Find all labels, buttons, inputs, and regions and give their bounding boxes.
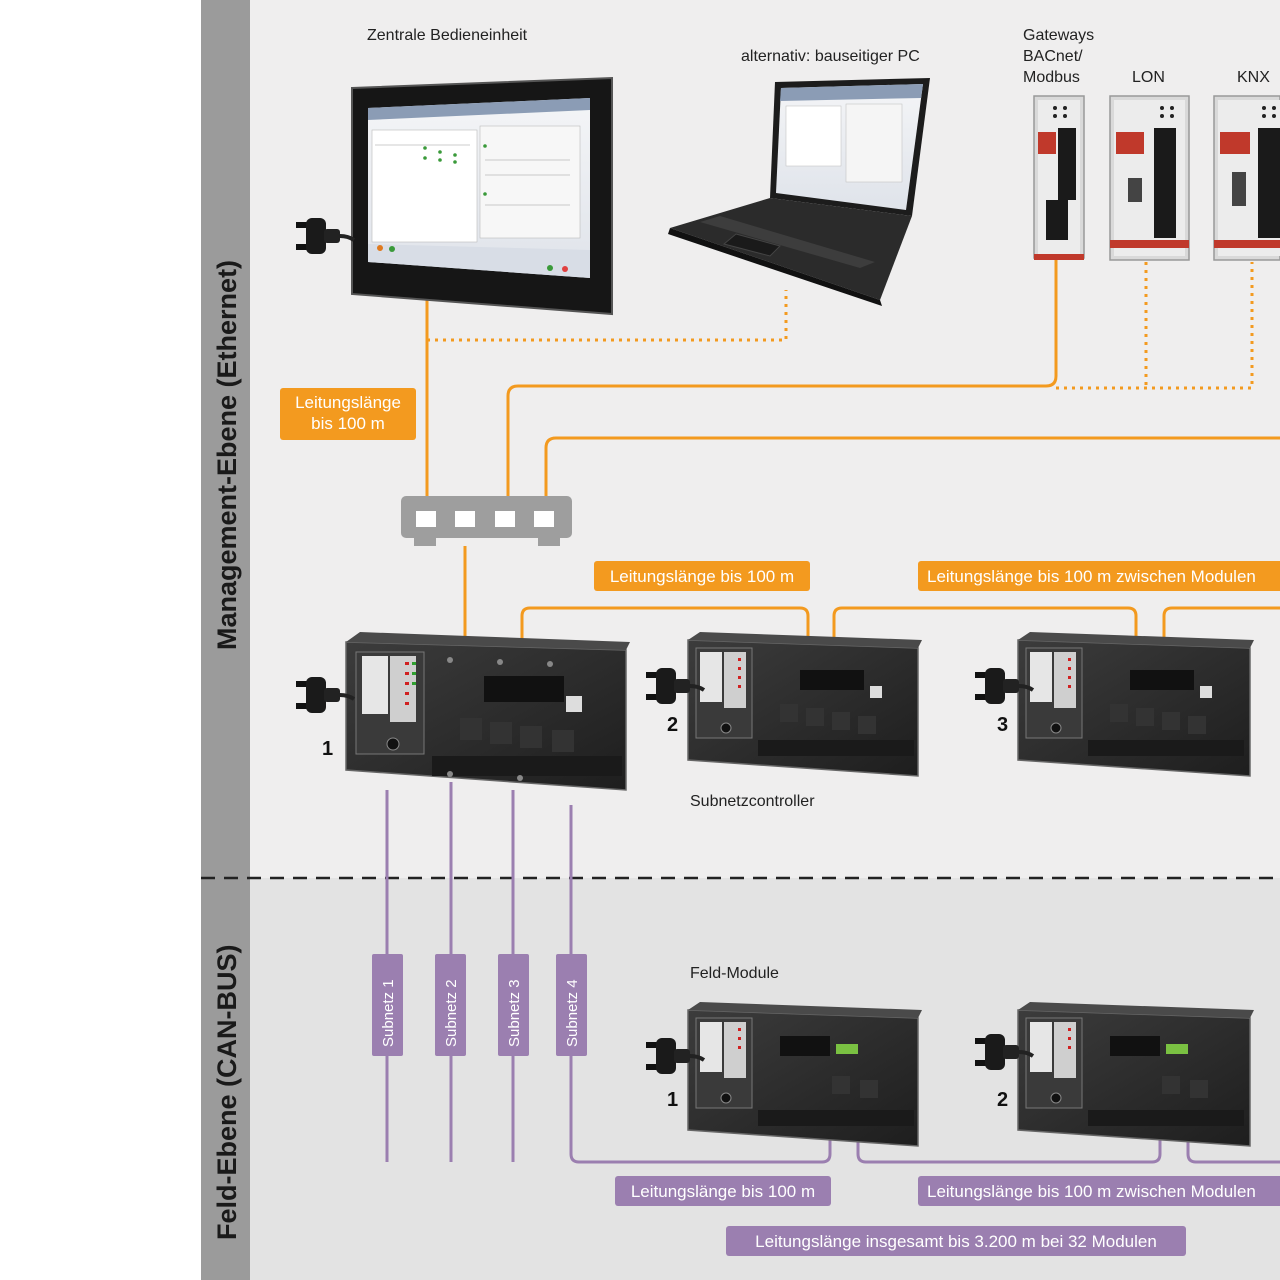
switch-port-icon: [534, 511, 554, 527]
switch-port-icon: [495, 511, 515, 527]
gateways-protocol-label-2: Modbus: [1023, 69, 1080, 86]
badge-eth-length: Leitungslänge bis 100 m: [280, 388, 416, 440]
badge-eth-controller: Leitungslänge bis 100 m: [594, 561, 810, 591]
subnet-badge-4-text: Subnetz 4: [564, 979, 581, 1047]
ethernet-switch: [401, 496, 572, 546]
eth-line-c1-c2: [520, 606, 810, 640]
central-unit-label: Zentrale Bedieneinheit: [367, 27, 528, 44]
subnet-badge-2: Subnetz 2: [435, 954, 466, 1056]
eth-line-c3-next: [1162, 606, 1280, 640]
management-level-title: Management-Ebene (Ethernet): [212, 260, 242, 650]
subnet-controller-label: Subnetzcontroller: [690, 793, 815, 810]
subnet-badge-1-text: Subnetz 1: [380, 979, 397, 1047]
field-module-2: [1017, 1002, 1254, 1147]
badge-eth-controller-text: Leitungslänge bis 100 m: [610, 567, 794, 586]
field-modules-label: Feld-Module: [690, 965, 779, 982]
laptop-pc: [668, 78, 930, 306]
ethernet-dotted-lines: [427, 262, 1254, 390]
badge-eth-length-line1: Leitungslänge: [295, 393, 401, 412]
module-number-2: 2: [997, 1089, 1008, 1111]
gateway-bacnet-modbus: [1033, 95, 1085, 260]
level-sidebar: [201, 0, 250, 1280]
subnet-badge-4: Subnetz 4: [556, 954, 587, 1056]
gateway-lon: [1109, 95, 1190, 261]
controller-number-3: 3: [997, 714, 1008, 736]
can-line-m2-next: [1186, 1135, 1280, 1164]
controller-number-1: 1: [322, 738, 333, 760]
switch-port-icon: [416, 511, 436, 527]
module-number-1: 1: [667, 1089, 678, 1111]
gateways-label: Gateways: [1023, 27, 1094, 44]
subnet-controller-2: [687, 632, 922, 777]
badge-can-total: Leitungslänge insgesamt bis 3.200 m bei …: [726, 1226, 1186, 1256]
subnet-controller-3: [1017, 632, 1254, 777]
can-line-subnet-4: [569, 805, 832, 1164]
eth-line-c2-c3: [832, 606, 1138, 640]
badge-eth-length-line2: bis 100 m: [311, 414, 385, 433]
field-level-title: Feld-Ebene (CAN-BUS): [212, 945, 242, 1241]
badge-can-length: Leitungslänge bis 100 m: [615, 1176, 831, 1206]
eth-dotted-pc: [427, 290, 788, 342]
badge-can-between: Leitungslänge bis 100 m zwischen Modulen: [918, 1176, 1280, 1206]
ethernet-lines: [425, 258, 1280, 640]
knx-label: KNX: [1237, 69, 1270, 86]
badge-eth-between-text: Leitungslänge bis 100 m zwischen Modulen: [927, 567, 1256, 586]
touch-terminal: [351, 76, 613, 316]
gateways-protocol-label: BACnet/: [1023, 48, 1083, 65]
subnet-controller-1: [345, 632, 630, 791]
lon-label: LON: [1132, 69, 1165, 86]
subnet-badge-3-text: Subnetz 3: [506, 979, 523, 1047]
subnet-badge-1: Subnetz 1: [372, 954, 403, 1056]
eth-line-trunk: [544, 436, 1280, 498]
badge-can-between-text: Leitungslänge bis 100 m zwischen Modulen: [927, 1182, 1256, 1201]
switch-port-icon: [455, 511, 475, 527]
can-line-m1-m2: [856, 1135, 1162, 1164]
subnet-badge-3: Subnetz 3: [498, 954, 529, 1056]
badge-can-length-text: Leitungslänge bis 100 m: [631, 1182, 815, 1201]
gateway-knx: [1213, 95, 1280, 261]
eth-dotted-gateways: [1056, 262, 1254, 390]
controller-number-2: 2: [667, 714, 678, 736]
subnet-badge-2-text: Subnetz 2: [443, 979, 460, 1047]
badge-eth-between: Leitungslänge bis 100 m zwischen Modulen: [918, 561, 1280, 591]
alt-pc-label: alternativ: bauseitiger PC: [741, 48, 920, 65]
eth-line-gateway: [506, 258, 1058, 498]
field-module-1: [687, 1002, 922, 1147]
badge-can-total-text: Leitungslänge insgesamt bis 3.200 m bei …: [755, 1232, 1157, 1251]
